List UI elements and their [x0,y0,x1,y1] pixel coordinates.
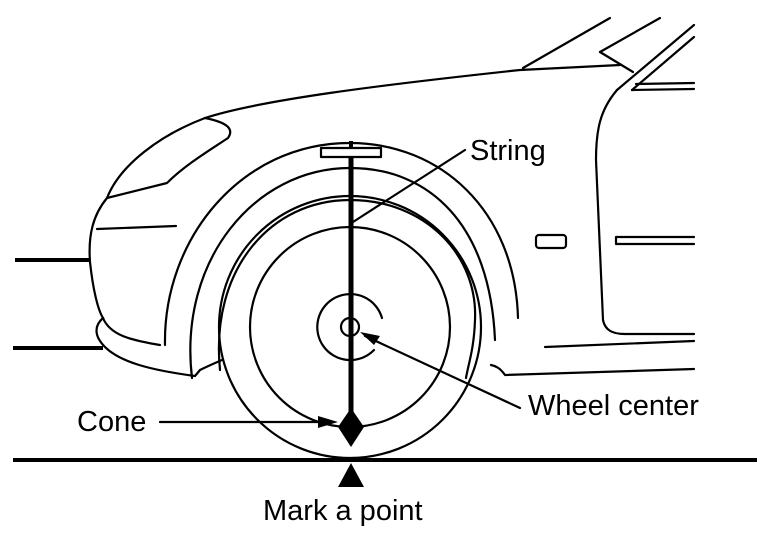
string-leader [351,148,467,224]
plumb-assembly [319,141,383,447]
pillar-link [598,50,635,74]
cone-arrowhead-icon [318,416,338,428]
fender-liner [217,198,477,380]
car-body [13,16,696,378]
arch-outer [163,141,520,347]
front-nose [88,116,207,320]
door-handle-trim [614,235,696,246]
window-sill-2 [630,87,696,92]
wheel-arch [163,141,520,380]
side-marker-lamp [534,233,568,250]
windshield-edge [615,23,696,92]
wheel-center-label: Wheel center [528,390,699,422]
bumper-line [95,224,178,231]
hood-line [203,63,622,120]
rocker-line-upper [543,339,696,349]
a-pillar-line [521,16,612,70]
door-front-edge [594,88,696,336]
mark-point-label: Mark a point [263,495,423,527]
wheel-center-arrowhead-icon [360,332,380,345]
string-holder [319,146,383,159]
rocker-line-lower [489,363,696,377]
string-label: String [470,135,546,167]
cone-label: Cone [77,406,146,438]
windshield-edge-2 [630,35,696,92]
front-lower [95,316,224,378]
wheel-center-leader [363,334,522,410]
mark-point-triangle-icon [338,463,364,487]
a-pillar-line-2 [598,16,662,54]
headlight [105,116,232,200]
window-sill [634,81,696,86]
cone-icon [338,408,364,447]
lower-spoiler [101,316,162,347]
callouts [158,148,522,428]
